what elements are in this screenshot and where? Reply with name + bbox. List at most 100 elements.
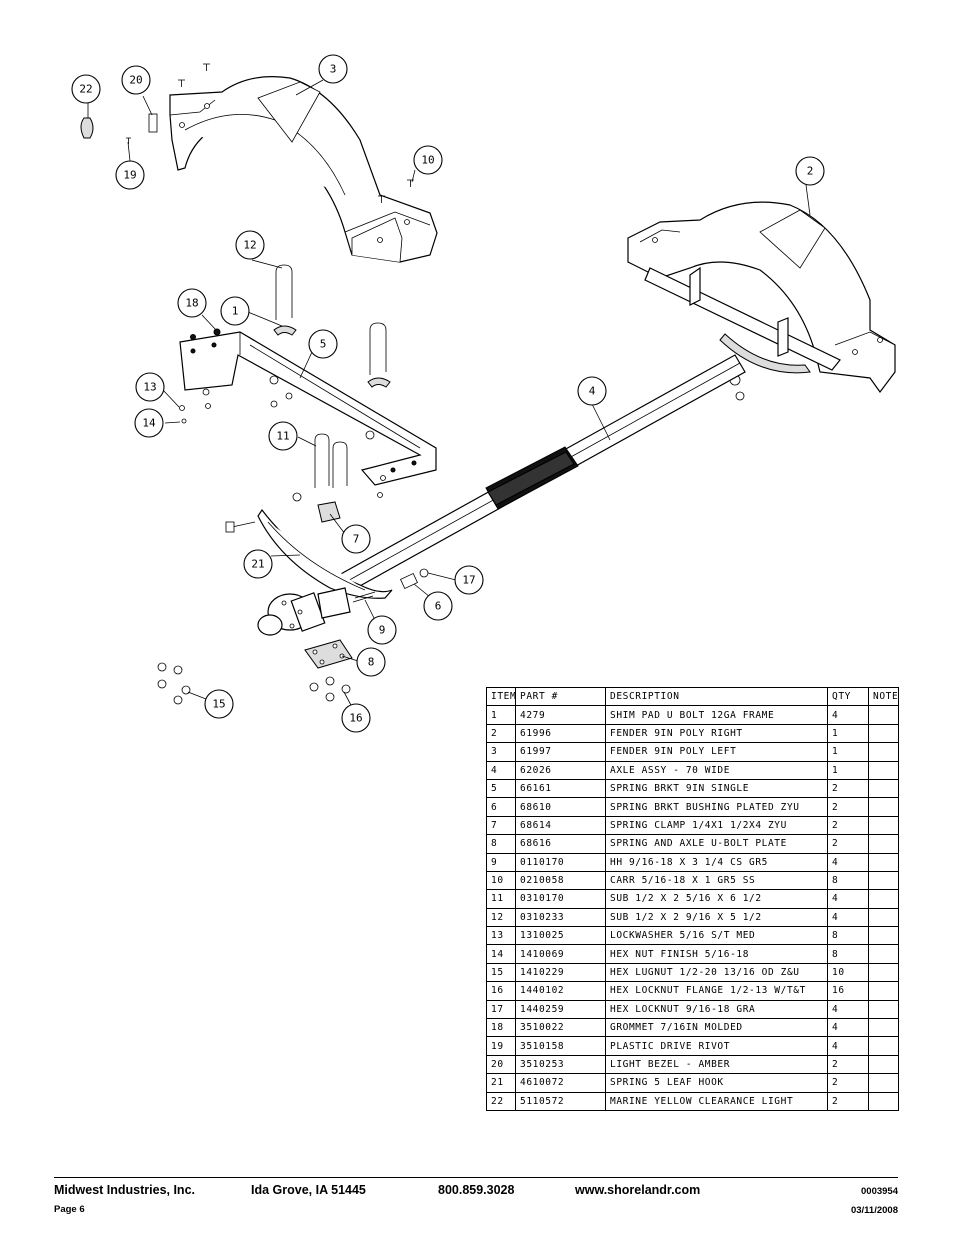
cell-description: AXLE ASSY - 70 WIDE <box>605 760 828 780</box>
callout-9: 9 <box>367 615 397 645</box>
svg-text:7: 7 <box>353 533 360 546</box>
cell-description: SPRING BRKT BUSHING PLATED ZYU <box>605 797 828 817</box>
header-part-number: PART # <box>515 686 606 707</box>
cell-qty: 4 <box>827 907 869 928</box>
svg-text:13: 13 <box>143 381 156 394</box>
cell-qty: 1 <box>827 742 869 762</box>
cell-note <box>868 962 899 983</box>
cell-item: 16 <box>486 981 516 1001</box>
cell-item: 2 <box>486 723 516 744</box>
cell-qty: 4 <box>827 999 869 1020</box>
cell-note <box>868 1018 899 1038</box>
cell-note <box>868 870 899 891</box>
cell-item: 20 <box>486 1054 516 1075</box>
cell-item: 11 <box>486 889 516 909</box>
svg-text:16: 16 <box>349 712 362 725</box>
cell-item: 14 <box>486 944 516 964</box>
svg-text:1: 1 <box>232 305 239 318</box>
cell-part-number: 1440259 <box>515 999 606 1020</box>
svg-text:3: 3 <box>330 63 337 76</box>
header-item: ITEM <box>486 686 516 707</box>
cell-qty: 1 <box>827 723 869 744</box>
clearance-light <box>80 117 94 139</box>
light-bezel <box>148 113 158 133</box>
right-fender <box>627 201 896 394</box>
svg-text:12: 12 <box>243 239 256 252</box>
cell-part-number: 4610072 <box>515 1073 606 1093</box>
cell-qty: 4 <box>827 1018 869 1038</box>
left-spring-bracket <box>179 331 437 486</box>
flange-locknuts <box>309 676 351 702</box>
spring-clamp <box>317 501 341 523</box>
cell-description: FENDER 9IN POLY LEFT <box>605 742 828 762</box>
cell-item: 5 <box>486 778 516 799</box>
cell-part-number: 0110170 <box>515 852 606 872</box>
callout-3: 3 <box>318 54 348 84</box>
footer-date: 03/11/2008 <box>850 1205 898 1216</box>
cell-qty: 4 <box>827 1036 869 1056</box>
footer-page: Page 6 <box>54 1204 85 1215</box>
cell-qty: 1 <box>827 760 869 780</box>
svg-text:14: 14 <box>142 417 156 430</box>
cell-qty: 2 <box>827 834 869 854</box>
cell-item: 8 <box>486 834 516 854</box>
cell-note <box>868 1036 899 1056</box>
cell-part-number: 3510158 <box>515 1036 606 1056</box>
cell-note <box>868 944 899 964</box>
svg-text:19: 19 <box>123 169 136 182</box>
cell-item: 12 <box>486 907 516 928</box>
cell-description: CARR 5/16-18 X 1 GR5 SS <box>605 870 828 891</box>
u-bolt-plate <box>304 639 353 669</box>
callout-11: 11 <box>268 421 298 451</box>
cell-qty: 4 <box>827 852 869 872</box>
cell-part-number: 3510253 <box>515 1054 606 1075</box>
callout-22: 22 <box>71 74 101 104</box>
cell-qty: 2 <box>827 815 869 836</box>
callout-6: 6 <box>423 591 453 621</box>
cell-note <box>868 705 899 725</box>
left-fender <box>169 76 438 263</box>
callout-13: 13 <box>135 372 165 402</box>
callout-2: 2 <box>795 156 825 186</box>
svg-text:4: 4 <box>589 385 596 398</box>
cell-part-number: 61997 <box>515 742 606 762</box>
cell-qty: 2 <box>827 1054 869 1075</box>
cell-part-number: 4279 <box>515 705 606 725</box>
header-description: DESCRIPTION <box>605 686 828 707</box>
svg-text:8: 8 <box>368 656 375 669</box>
callout-4: 4 <box>577 376 607 406</box>
cell-description: FENDER 9IN POLY RIGHT <box>605 723 828 744</box>
svg-text:10: 10 <box>421 154 434 167</box>
svg-text:2: 2 <box>807 165 814 178</box>
hex-locknut <box>419 568 429 578</box>
cell-description: SPRING 5 LEAF HOOK <box>605 1073 828 1093</box>
cell-part-number: 66161 <box>515 778 606 799</box>
cell-description: SHIM PAD U BOLT 12GA FRAME <box>605 705 828 725</box>
cell-description: SUB 1/2 X 2 5/16 X 6 1/2 <box>605 889 828 909</box>
cell-item: 6 <box>486 797 516 817</box>
header-qty: QTY <box>827 686 869 707</box>
shim-pad <box>367 377 391 388</box>
cell-description: HEX NUT FINISH 5/16-18 <box>605 944 828 964</box>
cell-description: SPRING AND AXLE U-BOLT PLATE <box>605 834 828 854</box>
u-bolts-11 <box>314 433 348 488</box>
cell-qty: 8 <box>827 926 869 946</box>
callout-19: 19 <box>115 160 145 190</box>
cell-note <box>868 834 899 854</box>
svg-text:21: 21 <box>251 558 264 571</box>
callout-10: 10 <box>413 145 443 175</box>
cell-item: 17 <box>486 999 516 1020</box>
cell-qty: 16 <box>827 981 869 1001</box>
cell-item: 1 <box>486 705 516 725</box>
footer-phone: 800.859.3028 <box>438 1183 515 1197</box>
cell-part-number: 0210058 <box>515 870 606 891</box>
cell-item: 9 <box>486 852 516 872</box>
